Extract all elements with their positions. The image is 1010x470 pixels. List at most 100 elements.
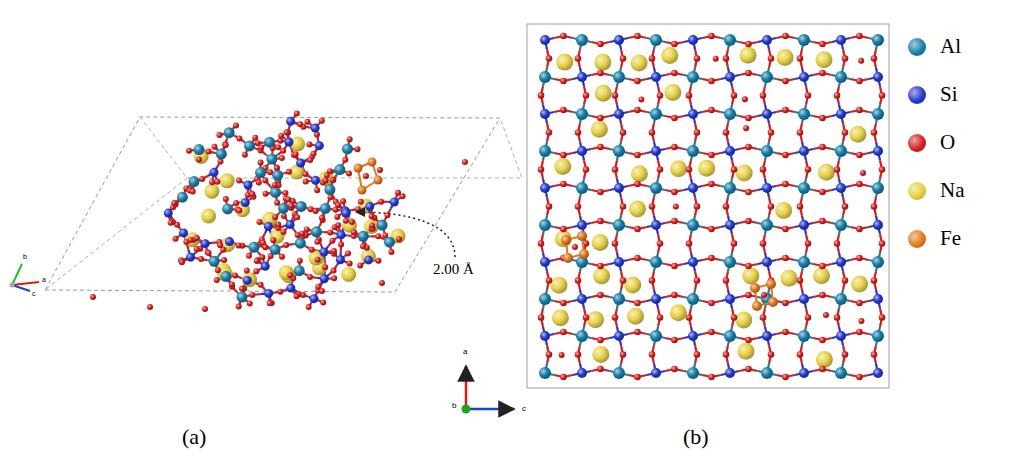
- atom: [649, 55, 656, 62]
- atom: [613, 71, 625, 83]
- atom: [651, 220, 661, 230]
- atom: [209, 256, 220, 267]
- atom: [819, 292, 826, 299]
- atom: [258, 160, 264, 166]
- atom: [577, 146, 587, 156]
- atom: [856, 152, 863, 159]
- atom: [798, 108, 810, 120]
- atom: [836, 183, 846, 193]
- atom: [275, 222, 281, 228]
- atom: [369, 213, 375, 219]
- axis-origin: [10, 283, 15, 288]
- atom: [246, 253, 252, 259]
- atom: [388, 249, 394, 255]
- atom: [256, 179, 262, 185]
- atom: [760, 240, 767, 247]
- atom: [842, 277, 849, 284]
- atom: [363, 173, 369, 179]
- atom: [856, 181, 863, 188]
- atom: [631, 54, 648, 71]
- atom: [217, 242, 223, 248]
- atom: [782, 78, 789, 85]
- axis-origin: [462, 405, 471, 414]
- atom: [761, 367, 773, 379]
- legend-entry: Na: [908, 178, 965, 203]
- atom: [597, 115, 604, 122]
- atom: [587, 311, 604, 328]
- atom: [686, 240, 693, 247]
- atom: [225, 237, 234, 246]
- atom: [723, 277, 730, 284]
- atom: [255, 167, 266, 178]
- atom: [236, 135, 242, 141]
- atom: [657, 166, 664, 173]
- atom: [687, 293, 699, 305]
- atom: [286, 169, 292, 175]
- atom: [819, 189, 826, 196]
- atom: [583, 314, 590, 321]
- atom: [797, 277, 804, 284]
- atom: [671, 70, 678, 77]
- atom: [575, 277, 582, 284]
- atom: [724, 182, 736, 194]
- bond-length-label: 2.00 Å: [433, 262, 474, 277]
- atom: [374, 176, 383, 185]
- atom: [634, 255, 641, 262]
- atom: [554, 158, 571, 175]
- atom: [284, 129, 290, 135]
- axis-label: a: [463, 348, 467, 356]
- atom: [819, 337, 826, 344]
- atom: [324, 184, 335, 195]
- legend-entry: Al: [908, 34, 961, 59]
- atom: [355, 206, 361, 212]
- atom: [782, 226, 789, 233]
- atom: [597, 366, 604, 373]
- atom: [761, 145, 773, 157]
- atom: [725, 146, 735, 156]
- atom: [281, 213, 287, 219]
- atom: [315, 141, 324, 150]
- atom: [620, 55, 627, 62]
- atom: [873, 220, 883, 230]
- atom: [546, 203, 553, 210]
- atom: [236, 207, 242, 213]
- atom: [871, 277, 878, 284]
- atom: [560, 329, 567, 336]
- legend-swatch: [908, 230, 926, 248]
- atom: [299, 230, 305, 236]
- atom: [294, 214, 300, 220]
- atom: [249, 292, 255, 298]
- atom: [782, 33, 789, 40]
- atom: [761, 219, 773, 231]
- atom: [147, 304, 153, 310]
- atom: [671, 144, 678, 151]
- axis-arrow: [12, 264, 22, 285]
- atom: [539, 219, 551, 231]
- atom: [742, 267, 759, 284]
- atom: [613, 293, 625, 305]
- atom: [725, 368, 735, 378]
- atom: [731, 166, 738, 173]
- atom: [694, 351, 701, 358]
- atom: [688, 35, 698, 45]
- axis-arrow: [12, 282, 39, 285]
- atom: [819, 115, 826, 122]
- atom: [768, 55, 775, 62]
- atom: [836, 35, 846, 45]
- atom: [592, 234, 609, 251]
- atom: [687, 219, 699, 231]
- atom: [546, 277, 553, 284]
- atom: [835, 219, 847, 231]
- atom: [244, 267, 250, 273]
- atom: [540, 109, 550, 119]
- atom: [179, 228, 188, 237]
- atom: [279, 254, 285, 260]
- panel-label: (a): [182, 426, 206, 448]
- atom: [745, 70, 752, 77]
- atom: [283, 242, 289, 248]
- atom: [216, 132, 222, 138]
- atom: [311, 176, 320, 185]
- atom: [612, 314, 619, 321]
- atom: [236, 177, 242, 183]
- atom: [816, 351, 833, 368]
